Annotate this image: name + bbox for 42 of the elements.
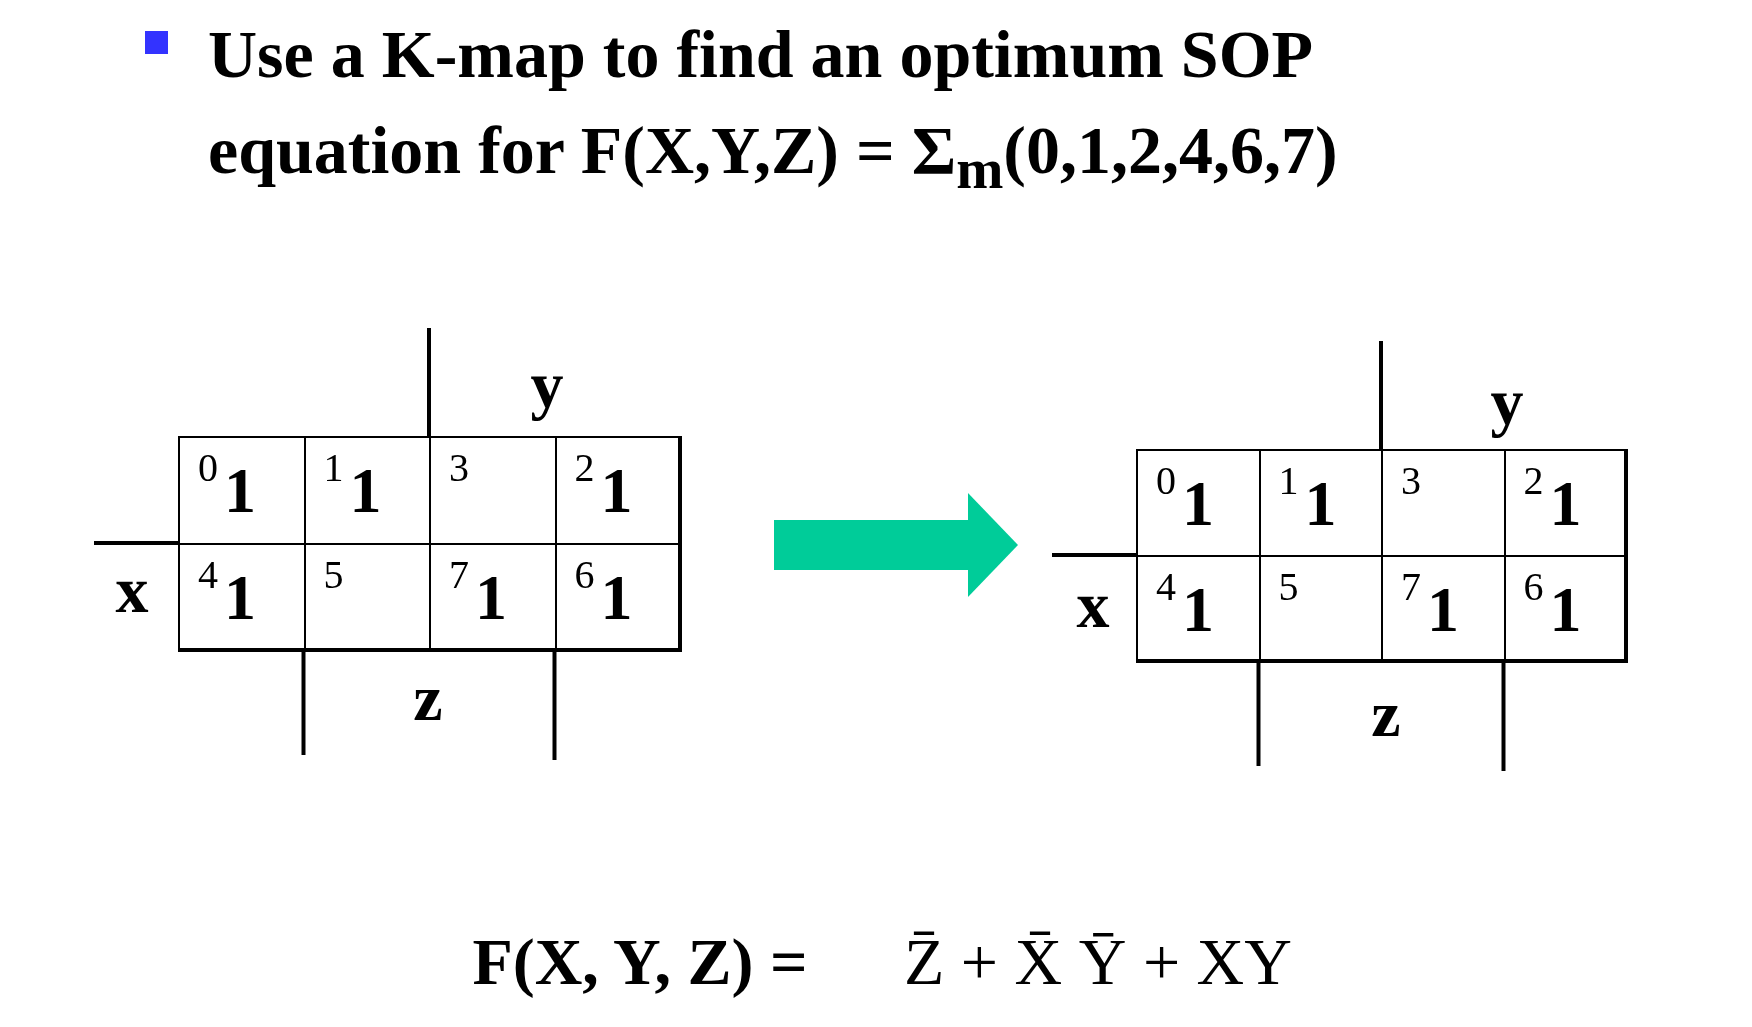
karnaugh-map [178, 436, 680, 650]
minterm-index: 0 [198, 446, 218, 490]
map-cell [1503, 555, 1628, 663]
cell-value: 1 [475, 563, 507, 633]
axis-label: z [1371, 679, 1401, 749]
cell-value: 1 [349, 456, 382, 526]
minterm-index: 1 [323, 446, 344, 490]
minterm-index: 5 [323, 553, 344, 597]
axis-label: x [1076, 570, 1110, 640]
minterm-index: 6 [1523, 565, 1544, 609]
arrow [774, 493, 1018, 597]
cell-value: 1 [600, 563, 633, 633]
minterm-index: 7 [1401, 565, 1421, 609]
cell-value: 1 [1182, 575, 1214, 645]
cell-value: 1 [600, 456, 633, 526]
minterm-index: 3 [449, 446, 469, 490]
axis-label: y [1490, 367, 1524, 437]
minterm-index: 6 [574, 553, 595, 597]
cell-value: 1 [1549, 575, 1582, 645]
cell-value: 1 [1304, 469, 1337, 539]
axis-label: x [115, 555, 149, 625]
minterm-index: 0 [1156, 459, 1176, 503]
minterm-index: 7 [449, 553, 469, 597]
minterm-index: 1 [1278, 459, 1299, 503]
cell-value: 1 [224, 456, 256, 526]
cell-value: 1 [1182, 469, 1214, 539]
cell-value: 1 [224, 563, 256, 633]
axis-label: z [413, 663, 443, 733]
minterm-index: 3 [1401, 459, 1421, 503]
heading: Use a K-map to find an optimum SOP equation for F(X,Y,Z) = Σ$_{m}$(0,1,2,4,6,7) [208, 15, 1339, 202]
karnaugh-map [1136, 449, 1626, 661]
cell-value: 1 [1427, 575, 1459, 645]
minterm-index: 2 [574, 446, 595, 490]
minterm-index: 4 [198, 553, 218, 597]
equation-text: Z̄ + X̄ Ȳ + XY [904, 927, 1292, 997]
map-cell [554, 543, 682, 652]
equation-text: F(X, Y, Z) = [472, 927, 808, 997]
minterm-index: 2 [1523, 459, 1544, 503]
minterm-index: 4 [1156, 565, 1176, 609]
cell-value: 1 [1549, 469, 1582, 539]
axis-label: y [530, 350, 564, 420]
minterm-index: 5 [1278, 565, 1299, 609]
